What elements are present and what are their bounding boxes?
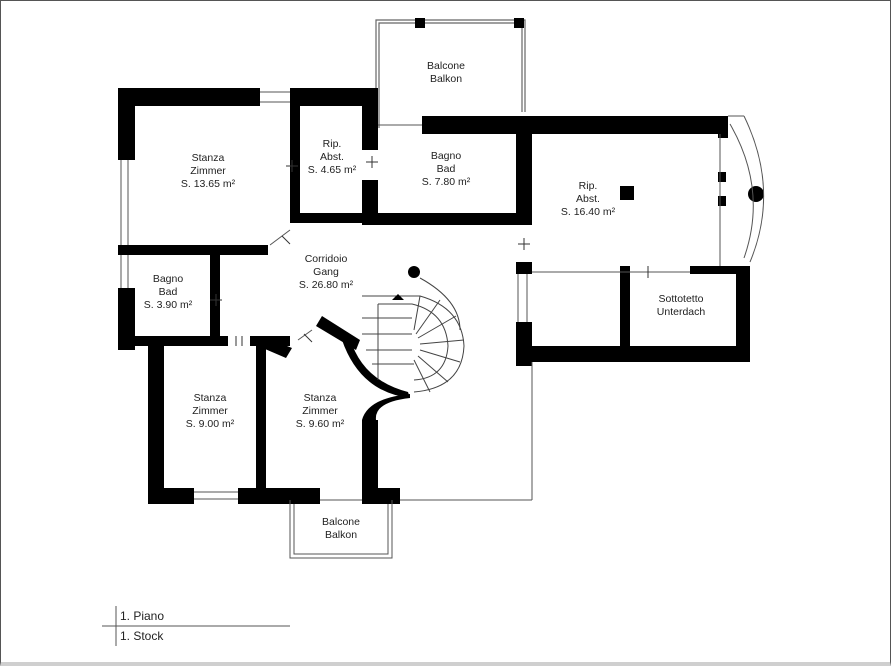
wall-rip1-right-upper <box>362 88 378 150</box>
room-name-it: Bagno <box>430 150 462 162</box>
wall-top-mid <box>290 88 378 106</box>
room-name-it: Stanza <box>303 392 337 404</box>
room-name-it: Rip. <box>578 180 598 192</box>
wall-rip2-post-1 <box>718 172 726 182</box>
wall-stanza2-bottom <box>148 488 194 504</box>
room-name-de: Bad <box>158 286 178 298</box>
wall-rip1-bottom <box>290 213 380 223</box>
room-label-balcone-top: Balcone Balkon <box>427 60 465 86</box>
room-name-de: Unterdach <box>656 306 706 318</box>
legend-floor-de: 1. Stock <box>120 629 164 643</box>
room-label-rip-2: Rip. Abst. S. 16.40 m² <box>561 180 615 219</box>
room-area: S. 3.90 m² <box>143 299 193 311</box>
wall-rip1-right-lower <box>362 180 378 223</box>
room-area: S. 26.80 m² <box>298 279 354 291</box>
wall-east-right <box>736 266 750 362</box>
room-name-de: Balkon <box>324 529 358 541</box>
room-area: S. 9.60 m² <box>295 418 345 430</box>
room-name-it: Bagno <box>152 273 184 285</box>
room-label-bagno-1: Bagno Bad S. 7.80 m² <box>422 150 470 189</box>
stair-wall-curve <box>342 338 410 398</box>
thin-lines <box>120 91 765 559</box>
stair-lower-curve <box>362 394 410 420</box>
room-area: S. 13.65 m² <box>180 178 236 190</box>
walls <box>118 88 764 504</box>
wall-bottom-right-stub <box>362 488 400 504</box>
room-label-bagno-2: Bagno Bad S. 3.90 m² <box>144 273 192 312</box>
room-name-it: Stanza <box>191 152 225 164</box>
room-name-it: Rip. <box>322 138 342 150</box>
room-name-it: Stanza <box>193 392 227 404</box>
room-name-de: Abst. <box>320 151 344 163</box>
room-label-corridoio: Corridoio Gang S. 26.80 m² <box>299 253 353 292</box>
wall-stanza3-angled-left <box>258 336 292 358</box>
wall-rip2-post-2 <box>718 196 726 206</box>
wall-stanza3-right <box>362 420 378 504</box>
wall-rip2-right-post <box>718 116 728 138</box>
room-name-de: Balkon <box>429 73 463 85</box>
wall-top-left <box>118 88 260 106</box>
legend-floor-it: 1. Piano <box>120 609 165 623</box>
room-area: S. 7.80 m² <box>421 176 471 188</box>
wall-stanza2-right <box>256 336 266 504</box>
room-name-it: Balcone <box>322 516 360 528</box>
room-name-de: Zimmer <box>192 405 228 417</box>
room-area: S. 4.65 m² <box>307 164 357 176</box>
wall-stanza1-bottom <box>118 245 268 255</box>
room-area: S. 9.00 m² <box>185 418 235 430</box>
room-label-sottotetto: Sottotetto Unterdach <box>657 293 705 319</box>
wall-bagno2-bottom <box>118 336 228 346</box>
door-ticks <box>210 156 649 346</box>
wall-top-right <box>422 116 727 134</box>
wall-sottotetto-left <box>620 266 630 356</box>
room-name-de: Abst. <box>576 193 600 205</box>
wall-left-lower <box>118 288 135 350</box>
wall-bagno1-bottom <box>362 213 532 225</box>
room-name-de: Gang <box>313 266 339 278</box>
wall-sottotetto-top <box>690 266 750 274</box>
room-name-it: Sottotetto <box>658 293 704 305</box>
room-name-de: Zimmer <box>190 165 226 177</box>
east-bay-column <box>748 186 764 202</box>
balcony-top-outline <box>375 19 526 128</box>
stair-newel-post <box>408 266 420 278</box>
spiral-staircase <box>362 277 465 393</box>
legend-rules <box>102 606 290 646</box>
wall-bagno1-right <box>516 116 532 225</box>
rip2-column <box>620 186 634 200</box>
room-label-balcone-bottom: Balcone Balkon <box>322 516 360 542</box>
room-label-rip-1: Rip. Abst. S. 4.65 m² <box>308 138 356 177</box>
room-name-it: Corridoio <box>304 253 348 265</box>
room-area: S. 16.40 m² <box>560 206 616 218</box>
wall-stanza-bottom-mid <box>238 488 320 504</box>
wall-bagno2-right <box>210 255 220 340</box>
stair-direction-arrow <box>392 294 404 300</box>
balcony-top-post-left <box>415 18 425 28</box>
wall-stanza2-left <box>148 336 164 504</box>
balcony-top-post-right <box>514 18 524 28</box>
room-name-de: Zimmer <box>302 405 338 417</box>
wall-rip1-left <box>290 88 300 223</box>
room-label-stanza-3: Stanza Zimmer S. 9.60 m² <box>296 392 344 431</box>
room-name-it: Balcone <box>427 60 465 72</box>
room-label-stanza-2: Stanza Zimmer S. 9.00 m² <box>186 392 234 431</box>
room-label-stanza-1: Stanza Zimmer S. 13.65 m² <box>181 152 235 191</box>
room-name-de: Bad <box>436 163 456 175</box>
wall-east-bottom <box>516 346 750 362</box>
wall-left-upper <box>118 88 135 160</box>
wall-stanza3-angled-right <box>316 316 360 350</box>
wall-mid-right <box>516 262 532 274</box>
